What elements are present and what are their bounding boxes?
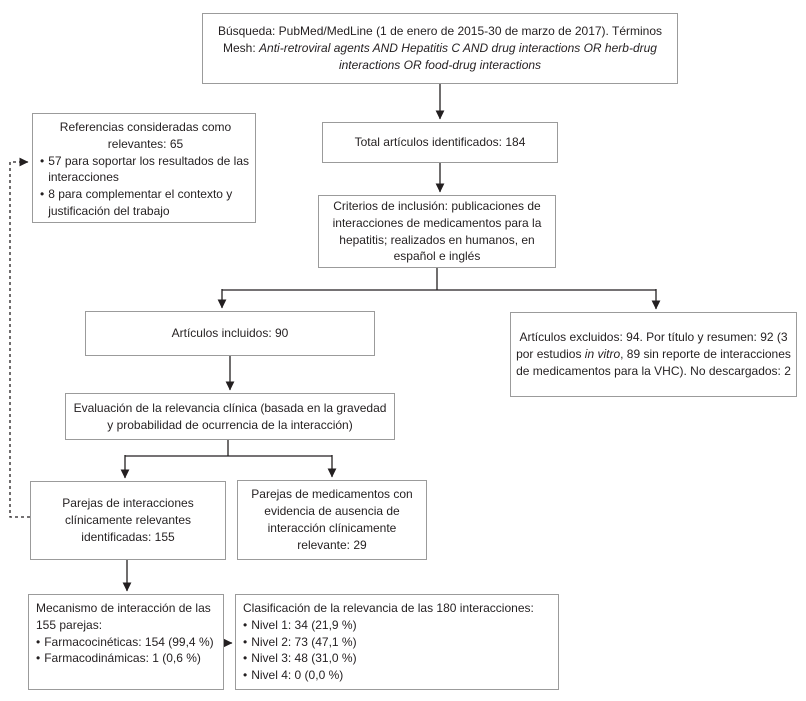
list-item: • 57 para soportar los resultados de las…: [40, 153, 251, 187]
list-item: • 8 para complementar el contexto y just…: [40, 186, 251, 220]
list-item: • Farmacocinéticas: 154 (99,4 %): [36, 634, 219, 651]
mechanism-title: Mecanismo de interacción de las 155 pare…: [36, 601, 211, 632]
no-interaction-pairs-text: Parejas de medicamentos con evidencia de…: [251, 487, 413, 552]
total-identified-box: Total artículos identificados: 184: [322, 122, 558, 163]
excluded-prefix: Artículos excluidos: 94. Por título y re…: [516, 330, 788, 362]
evaluation-text: Evaluación de la relevancia clínica (bas…: [73, 400, 387, 432]
list-item: • Farmacodinámicas: 1 (0,6 %): [36, 650, 219, 667]
list-item: • Nivel 4: 0 (0,0 %): [243, 667, 554, 684]
mechanism-item-1: Farmacocinéticas: 154 (99,4 %): [44, 634, 214, 649]
references-title: Referencias consideradas como relevantes…: [59, 120, 232, 151]
bullet-marker: •: [36, 651, 41, 666]
bullet-marker: •: [243, 634, 248, 649]
excluded-invitro-italic: in vitro: [584, 347, 621, 362]
classification-box: Clasificación de la relevancia de las 18…: [235, 594, 559, 690]
included-text: Artículos incluidos: 90: [171, 326, 289, 341]
references-item-1: 57 para soportar los resultados de las i…: [48, 153, 249, 185]
references-box: Referencias consideradas como relevantes…: [32, 113, 256, 223]
search-terms-box: Búsqueda: PubMed/MedLine (1 de enero de …: [202, 13, 678, 84]
list-item: • Nivel 2: 73 (47,1 %): [243, 634, 554, 651]
no-interaction-pairs-box: Parejas de medicamentos con evidencia de…: [237, 480, 427, 560]
list-item: • Nivel 3: 48 (31,0 %): [243, 650, 554, 667]
relevant-pairs-text: Parejas de interacciones clínicamente re…: [62, 496, 194, 544]
mesh-terms-italic: Anti-retroviral agents AND Hepatitis C A…: [259, 41, 657, 72]
references-item-2: 8 para complementar el contexto y justif…: [48, 187, 233, 218]
total-identified-text: Total artículos identificados: 184: [354, 135, 526, 150]
classification-level-1: Nivel 1: 34 (21,9 %): [251, 617, 357, 632]
mechanism-item-2: Farmacodinámicas: 1 (0,6 %): [44, 651, 201, 666]
excluded-box: Artículos excluidos: 94. Por título y re…: [510, 312, 797, 397]
relevant-pairs-box: Parejas de interacciones clínicamente re…: [30, 481, 226, 560]
inclusion-criteria-text: Criterios de inclusión: publicaciones de…: [332, 198, 542, 264]
classification-level-4: Nivel 4: 0 (0,0 %): [251, 668, 344, 683]
search-prefix: Búsqueda: PubMed/MedLine (1 de enero de …: [217, 24, 663, 56]
inclusion-criteria-box: Criterios de inclusión: publicaciones de…: [318, 195, 556, 268]
mechanism-box: Mecanismo de interacción de las 155 pare…: [28, 594, 224, 690]
bullet-marker: •: [243, 668, 248, 683]
connector-dashed-feedback: [9, 157, 30, 518]
bullet-marker: •: [40, 187, 45, 202]
classification-title: Clasificación de la relevancia de las 18…: [243, 601, 534, 615]
excluded-text: Artículos excluidos: 94. Por título y re…: [516, 329, 791, 379]
excluded-suffix: , 89 sin reporte de interacciones de med…: [516, 347, 791, 378]
bullet-marker: •: [36, 634, 41, 649]
bullet-marker: •: [40, 153, 45, 168]
search-terms-text: Búsqueda: PubMed/MedLine (1 de enero de …: [208, 23, 672, 73]
classification-level-2: Nivel 2: 73 (47,1 %): [251, 634, 357, 649]
included-box: Artículos incluidos: 90: [85, 311, 375, 356]
classification-level-3: Nivel 3: 48 (31,0 %): [251, 651, 357, 666]
bullet-marker: •: [243, 651, 248, 666]
list-item: • Nivel 1: 34 (21,9 %): [243, 617, 554, 634]
bullet-marker: •: [243, 617, 248, 632]
evaluation-box: Evaluación de la relevancia clínica (bas…: [65, 393, 395, 440]
